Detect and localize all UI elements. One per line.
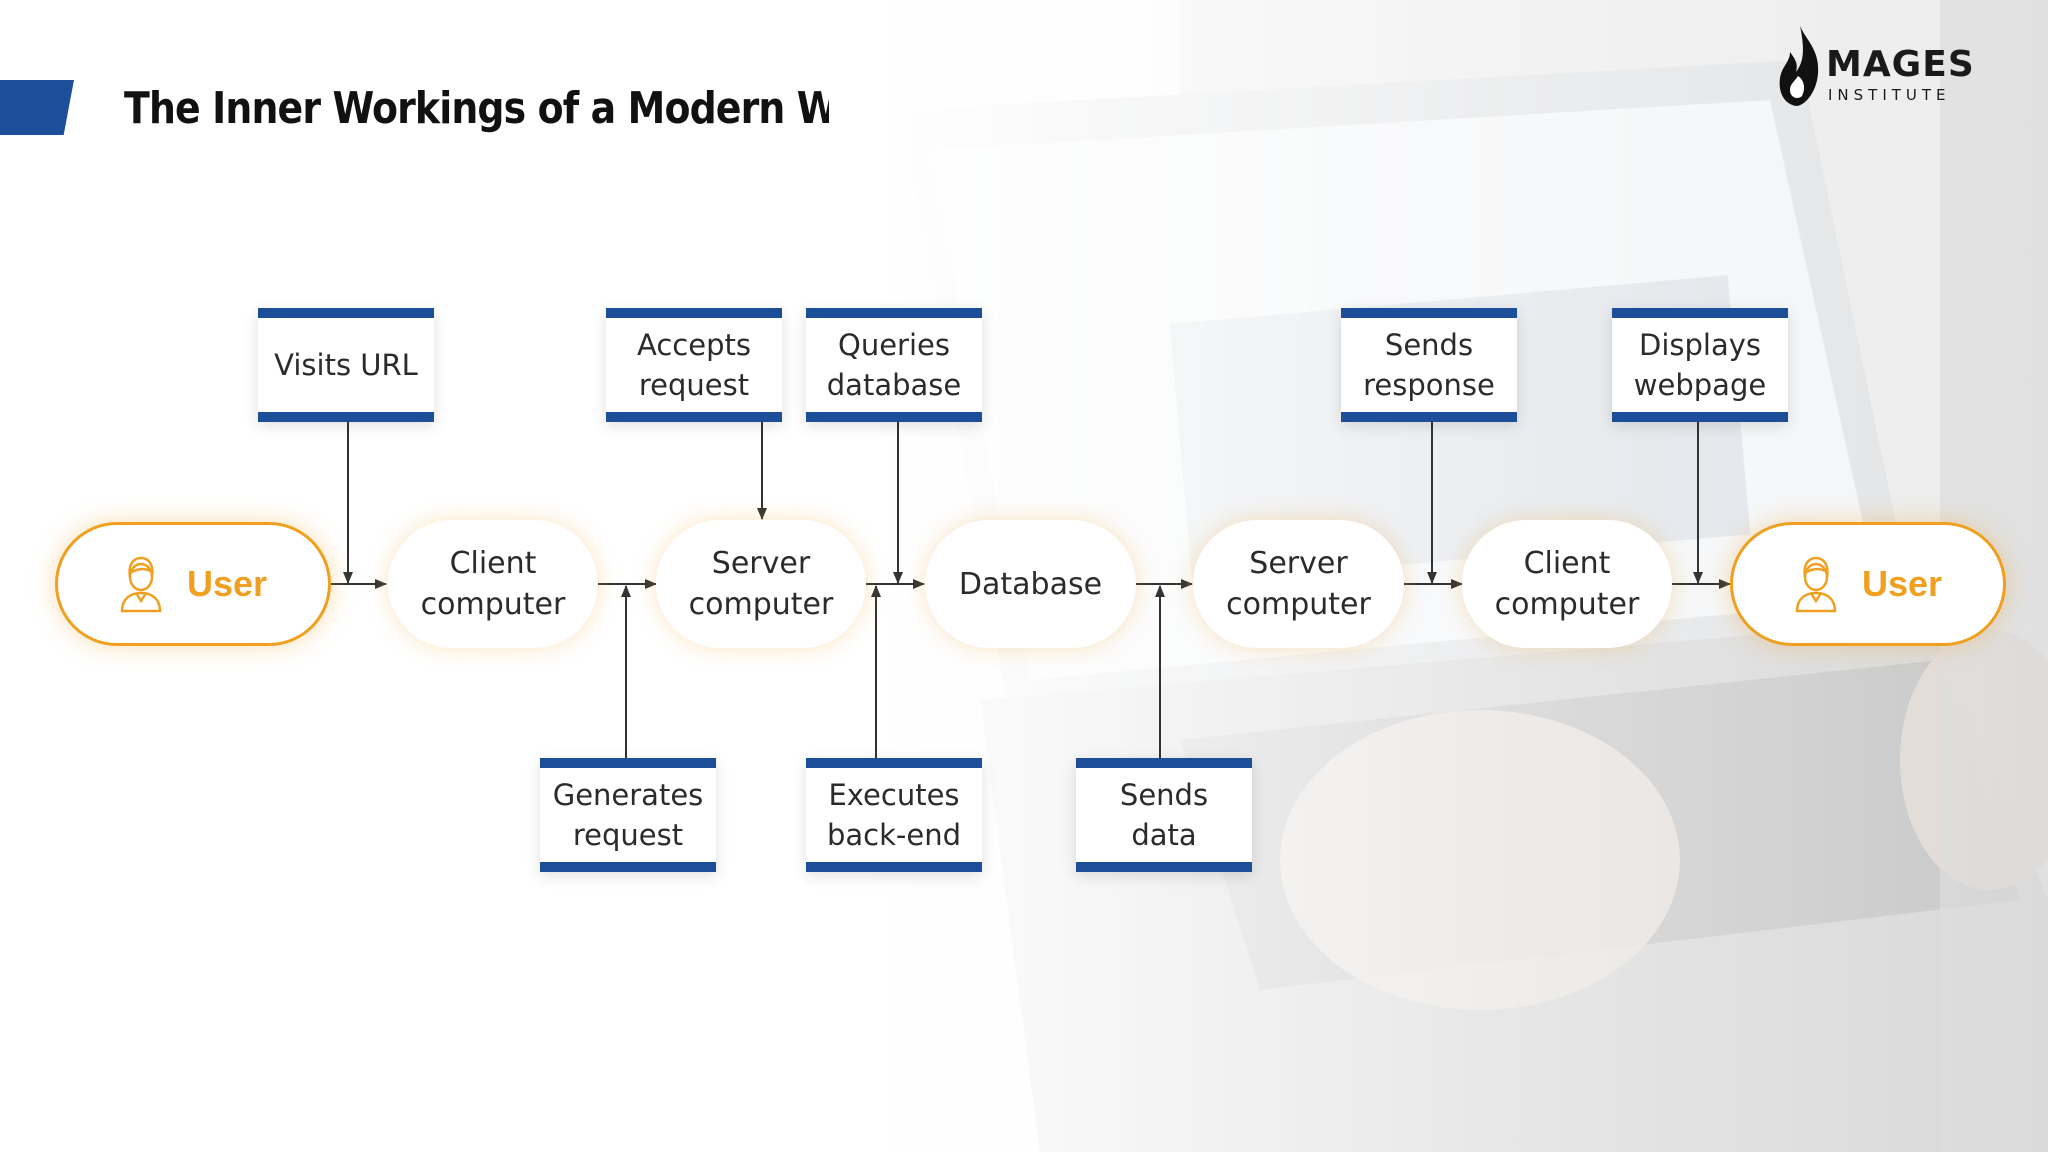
user-start-label: User [186,563,268,604]
user-end-label: User [1861,563,1943,604]
logo-subtitle: INSTITUTE [1828,86,1951,104]
step-sends-data: Sends data [1076,758,1252,872]
page-title: The Inner Workings of a Modern Web Appli… [124,83,829,134]
user-start-node: User [55,522,331,646]
logo-wordmark: MAGES [1826,44,1975,85]
node-client-computer-1: Client computer [388,520,598,648]
step-sends-response: Sends response [1341,308,1517,422]
flame-logo-icon [1779,26,1819,106]
title-container: The Inner Workings of a Modern Web Appli… [124,80,829,150]
brand-logo: MAGES INSTITUTE [1776,24,1974,110]
step-accepts-request: Accepts request [606,308,782,422]
node-client-computer-2: Client computer [1462,520,1672,648]
step-generates-request: Generates request [540,758,716,872]
step-executes-backend: Executes back-end [806,758,982,872]
step-visits-url: Visits URL [258,308,434,422]
step-displays-webpage: Displays webpage [1612,308,1788,422]
user-end-node: User [1730,522,2006,646]
node-database: Database [925,520,1136,648]
node-server-computer-1: Server computer [656,520,866,648]
node-server-computer-2: Server computer [1193,520,1404,648]
title-accent-tab [0,80,74,135]
step-queries-database: Queries database [806,308,982,422]
user-icon [120,556,162,613]
user-icon [1795,556,1837,613]
